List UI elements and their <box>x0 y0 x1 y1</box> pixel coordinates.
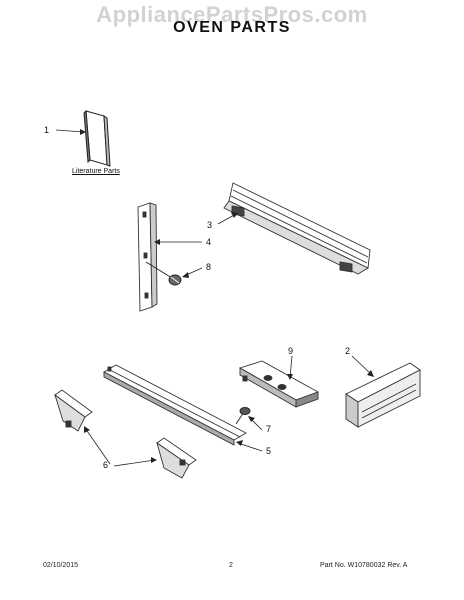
leader-8-arrow <box>182 272 189 278</box>
leader-5 <box>237 442 263 452</box>
footer-page-number: 2 <box>229 562 233 569</box>
leader-1-arrow <box>80 129 86 135</box>
page-title: OVEN PARTS <box>173 19 291 36</box>
leader-6a-arrow <box>84 426 90 433</box>
leader-7-arrow <box>248 416 255 422</box>
callout-7: 7 <box>266 424 272 434</box>
leader-1 <box>55 129 85 133</box>
part-9-block <box>238 360 320 408</box>
callout-5: 5 <box>266 446 272 456</box>
leader-3-arrow <box>231 212 238 218</box>
leader-5-arrow <box>236 440 243 446</box>
callout-1: 1 <box>44 125 50 135</box>
callout-3: 3 <box>207 220 213 230</box>
part-2-channel <box>345 362 421 428</box>
footer-date: 02/10/2015 <box>43 562 79 569</box>
leader-9-arrow <box>287 374 293 380</box>
callout-8: 8 <box>206 262 212 272</box>
leader-4-arrow <box>154 239 160 245</box>
part-4-vertical-bracket <box>137 202 158 312</box>
footer-part-number: Part No. W10780032 Rev. A <box>320 562 408 569</box>
part-1-literature-manual <box>83 109 111 167</box>
part-5-long-rail <box>103 364 247 446</box>
part-6-bracket-a <box>54 389 93 432</box>
leader-6b <box>113 459 156 467</box>
callout-6: 6 <box>103 460 109 470</box>
leader-2-arrow <box>367 370 374 377</box>
part-8-screw <box>145 261 182 286</box>
leader-6b-arrow <box>151 457 157 463</box>
literature-parts-label: Literature Parts <box>72 168 120 175</box>
part-6-bracket-b <box>156 437 197 479</box>
callout-9: 9 <box>288 346 294 356</box>
part-7-bolt <box>235 407 251 425</box>
callout-2: 2 <box>345 346 351 356</box>
leader-2 <box>351 355 373 376</box>
leader-6a <box>84 427 111 465</box>
watermark: AppliancePartsPros.com <box>96 2 368 27</box>
part-3-rail <box>223 182 371 275</box>
callout-4: 4 <box>206 237 212 247</box>
